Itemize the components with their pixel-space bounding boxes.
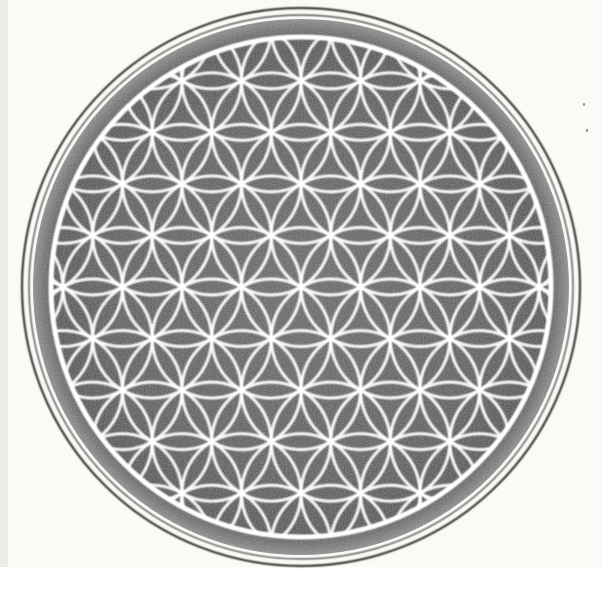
speck-mark	[583, 103, 585, 106]
speck-mark	[586, 129, 588, 132]
